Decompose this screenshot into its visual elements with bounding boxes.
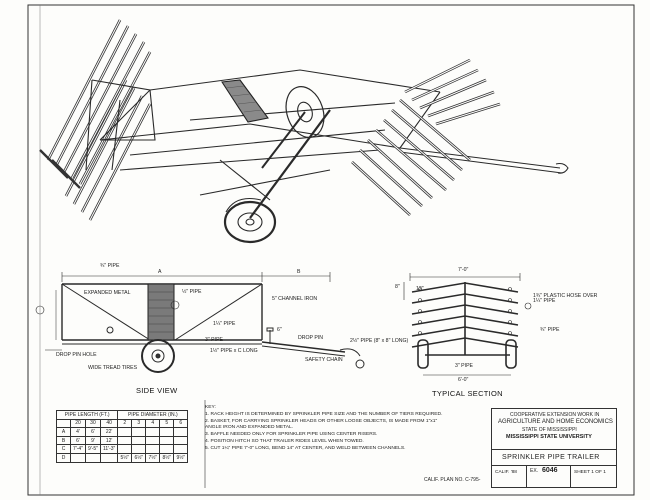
table-header-diameter: PIPE DIAMETER (IN.) [117,410,189,420]
section-dim-12: 12" [416,286,424,292]
table-col: 5 [159,418,175,429]
label-drop-pin-hole: DROP PIN HOLE [56,352,97,358]
section-width-bottom: 6'-0" [458,377,469,383]
notes-heading: KEY: [205,405,216,410]
label-dim-6: 6" [277,327,282,333]
label-pipe-3: 3" PIPE [205,337,223,343]
label-pipe-112: 1½" PIPE x C LONG [210,348,258,354]
label-pipe-114: 1¼" PIPE [213,321,236,327]
label-pipe-top: ¾" PIPE [100,263,120,269]
table-col: 4 [145,418,161,429]
section-dim-8: 8" [395,284,400,290]
table-col: 3 [131,418,147,429]
drawing-title: SPRINKLER PIPE TRAILER [502,454,600,461]
title-block: COOPERATIVE EXTENSION WORK IN AGRICULTUR… [491,408,617,488]
label-pipe-half: ½" PIPE [182,289,202,295]
side-view-title: SIDE VIEW [136,386,178,395]
note-item: 1. RACK HEIGHT IS DETERMINED BY SPRINKLE… [205,411,443,417]
label-safety-chain: SAFETY CHAIN [305,357,343,363]
label-plastic-hose: 1¾" PLASTIC HOSE OVER 1¼" PIPE [533,293,598,305]
isometric-view [39,19,569,244]
label-channel-iron: 5" CHANNEL IRON [272,296,318,302]
org-line-1: COOPERATIVE EXTENSION WORK IN [510,412,600,418]
label-drop-pin: DROP PIN [298,335,323,341]
table-row: A 4' 6' 22' [56,427,189,437]
org-line-4: MISSISSIPPI STATE UNIVERSITY [506,434,592,440]
note-item: 5. CUT 1¼" PIPE 7'-0" LONG, BEND 14" AT … [205,445,406,451]
pipe-dimension-table: PIPE LENGTH (FT.) PIPE DIAMETER (IN.) 20… [55,410,189,463]
org-line-3: STATE OF MISSISSIPPI [522,427,577,433]
table-col: 30 [84,418,101,429]
table-col: 2 [117,418,133,429]
label-pipe-2half: 2½" PIPE (8" x 8" LONG) [350,338,409,344]
plan-number: CALIF. PLAN NO. C-795- [424,477,481,483]
side-view [35,272,365,373]
dim-b: B [297,269,301,275]
table-row: B 6' 9' 12' [56,435,189,446]
label-expanded-metal: EXPANDED METAL [84,290,131,296]
section-width-top: 7'-0" [458,267,469,273]
drawing-notes: KEY: 1. RACK HEIGHT IS DETERMINED BY SPR… [205,405,485,453]
label-tires: WIDE TREAD TIRES [88,365,138,371]
ex-label: EX. [530,468,539,474]
note-item: 4. POSITION HITCH SO THAT TRAILER RIDES … [205,438,364,444]
cal-date: CALIF. '88 [495,470,517,475]
table-row: D 5½" 6½" 7½" 8½" 9½" [56,452,189,463]
label-section-pipe-34: ¾" PIPE [540,327,560,333]
ex-number: 6046 [542,467,558,474]
table-header-length: PIPE LENGTH (FT.) [55,410,119,420]
typical-section-view [403,273,532,376]
table-col: 40 [99,418,119,429]
table-row: C 7'-4" 9'-5" 11'-3" [56,444,189,454]
left-pipe-rack [46,19,152,221]
dim-a: A [158,269,162,275]
typical-section-title: TYPICAL SECTION [432,389,503,398]
label-section-pipe-3: 3" PIPE [455,363,473,369]
note-item: 3. BAFFLE NEEDED ONLY FOR SPRINKLER PIPE… [205,432,378,438]
note-item: ANGLE IRON AND EXPANDED METAL. [205,425,294,431]
note-item: 2. BASKET, FOR CARRYING SPRINKLER HEADS … [205,418,438,424]
org-line-2: AGRICULTURE AND HOME ECONOMICS [498,419,613,425]
sheet-number: SHEET 1 OF 1 [574,470,606,475]
table-col: 20 [70,418,86,429]
table-col: 6 [173,418,189,429]
sheet-border [27,4,635,496]
